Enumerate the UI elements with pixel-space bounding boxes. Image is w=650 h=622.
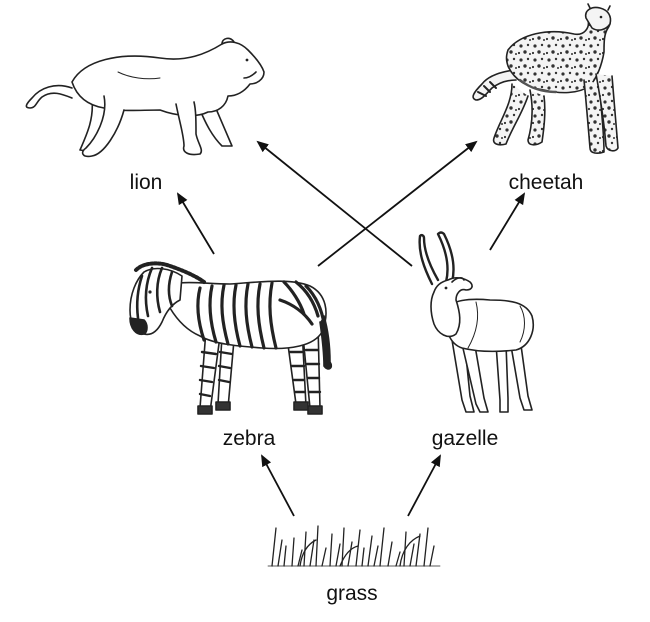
gazelle-icon xyxy=(418,231,534,413)
arrow-gazelle-to-cheetah xyxy=(489,192,526,251)
food-web-arrows xyxy=(176,140,526,517)
cheetah-label: cheetah xyxy=(508,171,584,194)
cheetah-icon xyxy=(472,3,619,154)
arrow-grass-to-gazelle xyxy=(407,454,441,517)
grass-icon xyxy=(267,525,441,567)
gazelle-label: gazelle xyxy=(431,427,499,450)
arrow-grass-to-zebra xyxy=(261,454,295,517)
zebra-icon xyxy=(129,261,333,415)
arrow-zebra-to-cheetah xyxy=(317,140,478,267)
arrow-gazelle-to-lion xyxy=(256,140,413,267)
arrow-zebra-to-lion xyxy=(176,192,215,255)
grass-label: grass xyxy=(326,582,378,605)
zebra-label: zebra xyxy=(222,427,276,450)
lion-icon xyxy=(25,37,265,158)
lion-label: lion xyxy=(129,171,163,194)
